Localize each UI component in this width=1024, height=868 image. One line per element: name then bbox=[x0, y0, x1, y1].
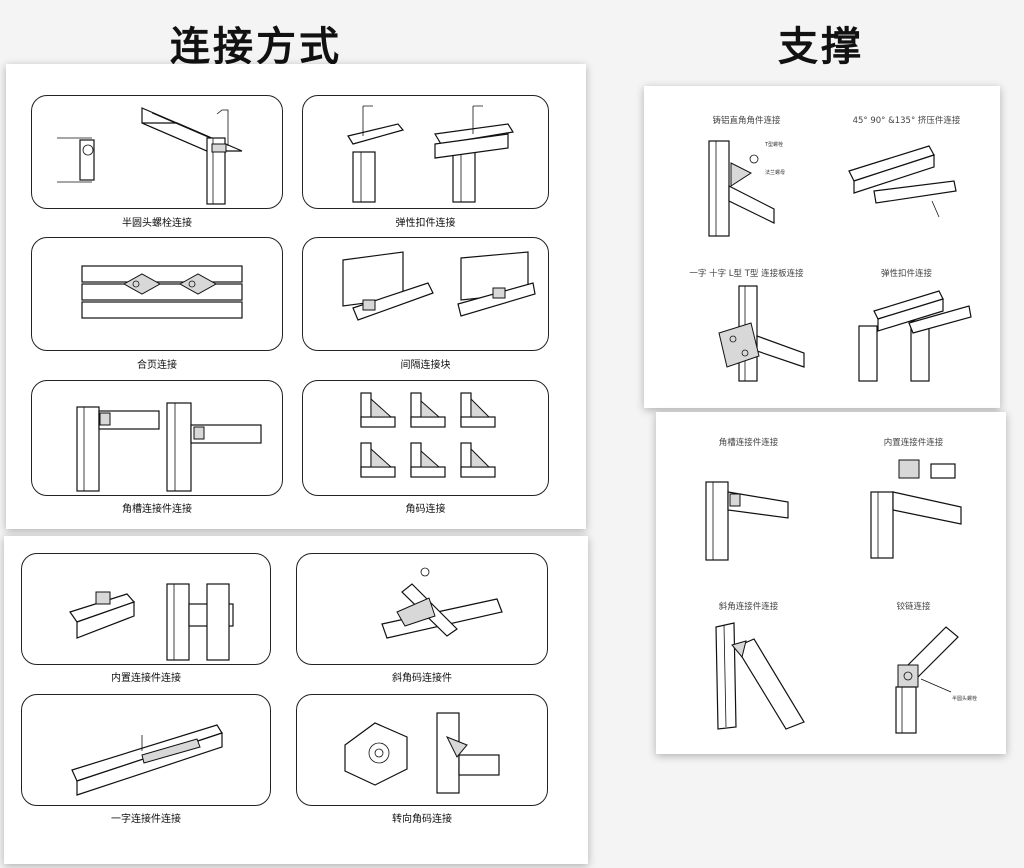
card-label-corner-slot: 角槽连接件连接 bbox=[122, 504, 192, 515]
card-round-head-bolt bbox=[31, 95, 283, 209]
card-label-spacer-block: 间隔连接块 bbox=[400, 360, 451, 371]
hinge-illustration bbox=[81, 265, 243, 319]
card-oblique-bracket-connector bbox=[296, 553, 548, 665]
label-extrusion-angle-connection: 45° 90° &135° 挤压件连接 bbox=[852, 116, 961, 126]
right-bottom-sheet: 角槽连接件连接 内置连接件连接 斜角连接件连接 铰链连接 bbox=[656, 412, 1006, 754]
swivel-bracket-illustration bbox=[344, 712, 500, 794]
label-connecting-plate: 一字 十字 L型 T型 连接板连接 bbox=[689, 269, 804, 279]
card-label-elastic-clip: 弹性扣件连接 bbox=[395, 218, 456, 229]
card-label-round-head-bolt: 半圆头螺栓连接 bbox=[122, 218, 192, 229]
label-internal-connector-right: 内置连接件连接 bbox=[883, 438, 944, 448]
heading-connection-methods: 连接方式 bbox=[170, 24, 342, 70]
card-internal-connector bbox=[21, 553, 271, 665]
fig-corner-slot-right bbox=[696, 462, 826, 562]
heading-support: 支撑 bbox=[778, 24, 864, 70]
callout-t-bolt: T型螺栓 bbox=[765, 142, 784, 148]
card-label-swivel-bracket: 转向角码连接 bbox=[392, 814, 452, 825]
card-corner-bracket-top bbox=[302, 380, 549, 496]
card-label-internal-connector: 内置连接件连接 bbox=[111, 673, 181, 684]
corner-bracket-illustration bbox=[360, 392, 496, 478]
card-label-corner-bracket: 角码连接 bbox=[405, 504, 446, 515]
fig-extrusion-angle bbox=[844, 131, 974, 241]
oblique-bracket-illustration bbox=[381, 567, 503, 639]
internal-connector-illustration bbox=[69, 583, 234, 661]
left-top-sheet: 半圆头螺栓连接 弹性扣件连接 合页连接 间隔连接块 角槽连接件连接 角码连接 bbox=[6, 64, 586, 529]
round-head-bolt-illustration bbox=[57, 107, 243, 205]
elastic-clip-illustration bbox=[347, 105, 514, 203]
card-label-oblique-bracket: 斜角码连接件 bbox=[392, 673, 452, 684]
fig-internal-connector-right bbox=[861, 452, 991, 562]
label-hinge-right: 铰链连接 bbox=[896, 602, 931, 612]
fig-cast-aluminum-right-angle bbox=[699, 131, 819, 241]
card-swivel-bracket bbox=[296, 694, 548, 806]
callout-flange-nut: 法兰螺母 bbox=[765, 170, 786, 176]
card-corner-slot-top bbox=[31, 380, 283, 496]
fig-oblique-connector-right bbox=[706, 617, 826, 737]
fig-hinge-right bbox=[876, 617, 986, 737]
label-corner-slot-right: 角槽连接件连接 bbox=[718, 438, 779, 448]
card-hinge bbox=[31, 237, 283, 351]
label-oblique-connector-right: 斜角连接件连接 bbox=[718, 602, 779, 612]
card-elastic-clip-top bbox=[302, 95, 549, 209]
callout-round-head-bolt: 半圆头螺栓 bbox=[952, 696, 978, 702]
card-spacer-block bbox=[302, 237, 549, 351]
label-cast-aluminum-right-angle: 铸铝直角角件连接 bbox=[712, 116, 781, 126]
corner-slot-illustration bbox=[76, 402, 262, 492]
label-elastic-clip-right: 弹性扣件连接 bbox=[880, 269, 932, 279]
right-top-sheet: 铸铝直角角件连接 45° 90° &135° 挤压件连接 一字 十字 L型 T型… bbox=[644, 86, 1000, 408]
fig-elastic-clip-right bbox=[849, 281, 979, 391]
card-inline-connector bbox=[21, 694, 271, 806]
left-bottom-sheet: 内置连接件连接 斜角码连接件 一字连接件连接 转向角码连接 bbox=[4, 536, 588, 864]
inline-connector-illustration bbox=[71, 724, 223, 796]
spacer-block-illustration bbox=[342, 251, 536, 321]
card-label-hinge: 合页连接 bbox=[137, 360, 177, 371]
card-label-inline-connector: 一字连接件连接 bbox=[111, 814, 181, 825]
fig-connecting-plate bbox=[689, 281, 819, 391]
